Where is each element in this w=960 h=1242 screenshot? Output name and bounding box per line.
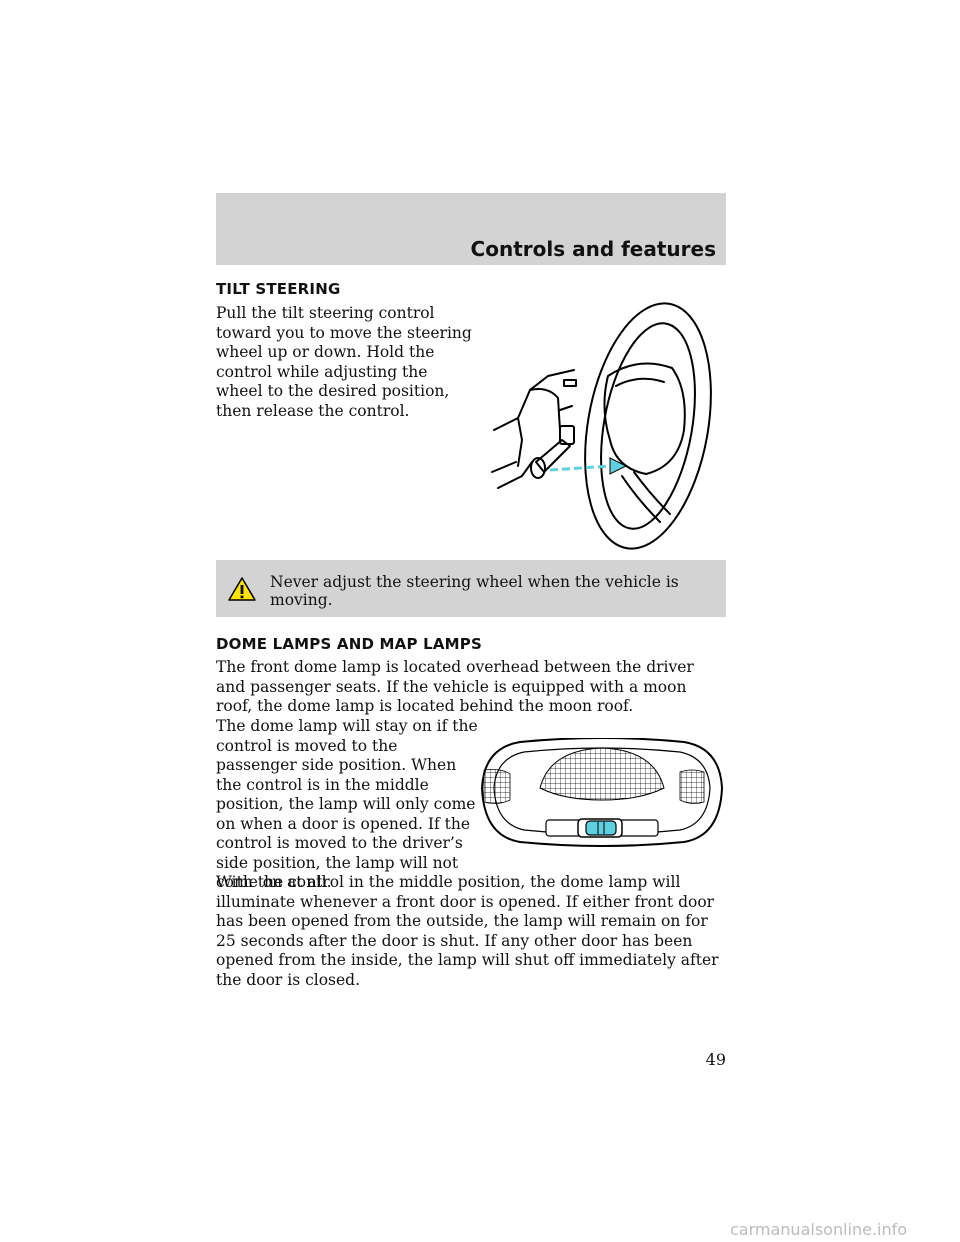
warning-triangle-icon — [228, 577, 256, 601]
section-title: Controls and features — [470, 237, 716, 261]
dome-lamps-paragraph-2: The dome lamp will stay on if the contro… — [216, 717, 478, 891]
tilt-steering-heading: TILT STEERING — [216, 280, 341, 298]
page-number: 49 — [705, 1050, 726, 1069]
dome-lamps-paragraph-1: The front dome lamp is located overhead … — [216, 658, 694, 715]
warning-text: Never adjust the steering wheel when the… — [270, 573, 679, 609]
steering-wheel-illustration — [491, 302, 712, 550]
dome-lamp-illustration — [480, 738, 724, 847]
dome-lamps-paragraph-3: With the control in the middle position,… — [216, 873, 719, 989]
tilt-steering-paragraph: Pull the tilt steering control toward yo… — [216, 304, 472, 420]
section-header-band: Controls and features — [216, 193, 726, 265]
warning-box: Never adjust the steering wheel when the… — [216, 560, 726, 617]
watermark-text: carmanualsonline.info — [730, 1220, 908, 1239]
dome-lamps-heading: DOME LAMPS AND MAP LAMPS — [216, 635, 482, 653]
